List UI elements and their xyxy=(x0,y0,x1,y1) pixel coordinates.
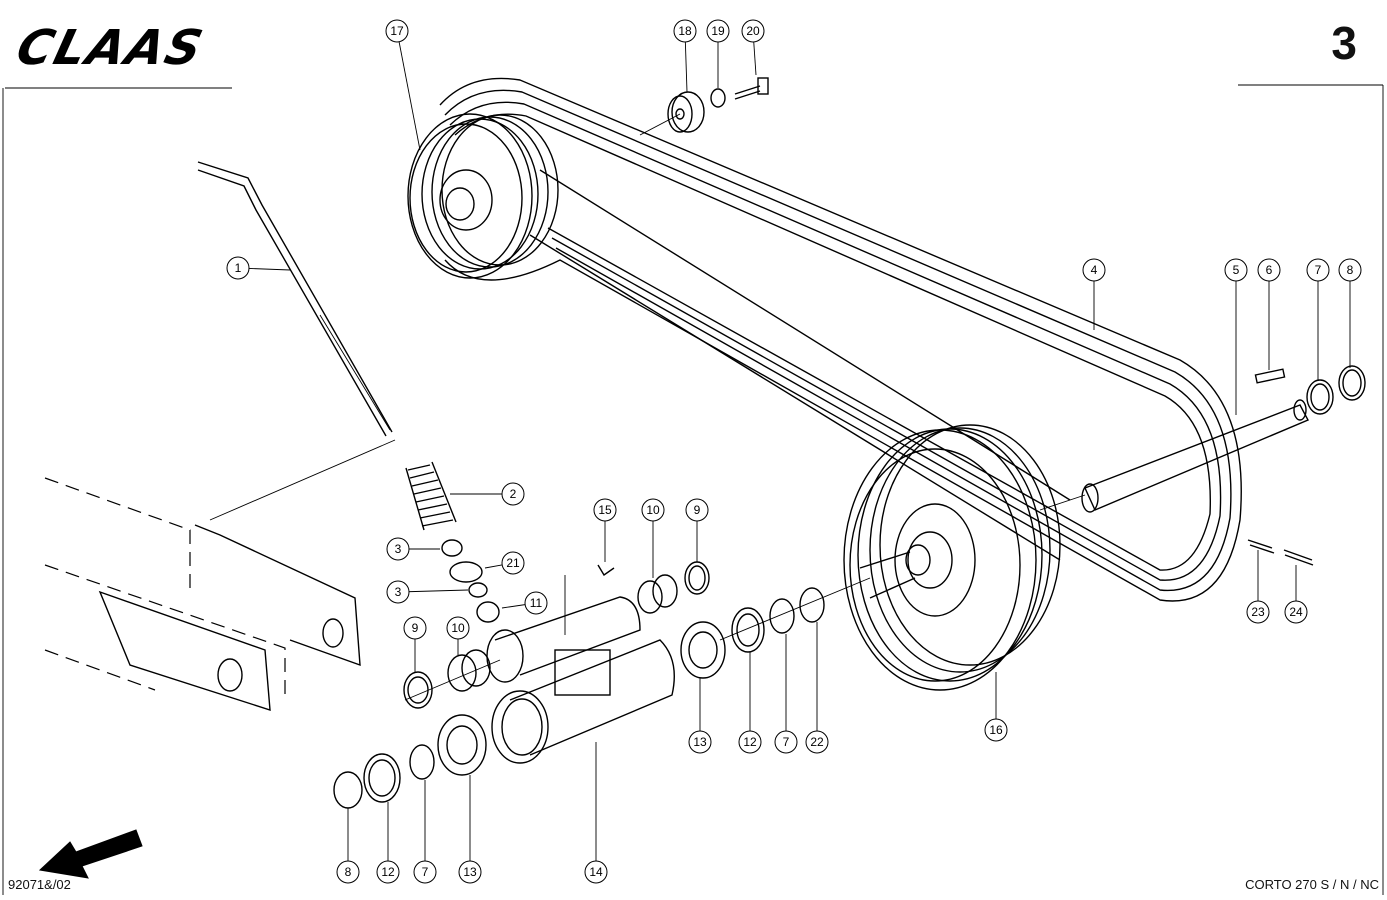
callout-label: 5 xyxy=(1233,263,1240,277)
callout-label: 8 xyxy=(345,865,352,879)
drive-shaft xyxy=(1039,368,1309,513)
callout-circle xyxy=(741,19,765,43)
callout-label: 13 xyxy=(693,735,707,749)
callout-label: 19 xyxy=(711,24,725,38)
callout-label: 21 xyxy=(506,556,520,570)
callout-label: 23 xyxy=(1251,605,1265,619)
callout-label: 20 xyxy=(746,24,760,38)
upper-fasteners xyxy=(639,77,769,136)
callout-circle xyxy=(984,718,1008,742)
pins xyxy=(1247,539,1314,566)
callout-label: 8 xyxy=(1347,263,1354,277)
callout-circle xyxy=(1257,258,1281,282)
callout-circle xyxy=(501,551,525,575)
callout-label: 10 xyxy=(646,503,660,517)
callout-circle xyxy=(774,730,798,754)
upper-pulley xyxy=(407,113,559,279)
frame-bracket xyxy=(44,439,396,711)
callout-label: 3 xyxy=(395,585,402,599)
model-name: CORTO 270 S / N / NC xyxy=(1245,877,1379,892)
callout-label: 12 xyxy=(381,865,395,879)
right-bearings xyxy=(680,577,871,679)
callout-label: 9 xyxy=(694,503,701,517)
callout-circle xyxy=(501,482,525,506)
tension-rod xyxy=(197,161,393,437)
callout-label: 22 xyxy=(810,735,824,749)
callout-circle xyxy=(1246,600,1270,624)
callout-label: 13 xyxy=(463,865,477,879)
callout-circle xyxy=(584,860,608,884)
callout-label: 14 xyxy=(589,865,603,879)
callout-circle xyxy=(376,860,400,884)
callout-label: 16 xyxy=(989,723,1003,737)
bearing-housing xyxy=(486,575,675,764)
callout-circle xyxy=(1284,600,1308,624)
page-number: 3 xyxy=(1331,17,1357,69)
callout-label: 7 xyxy=(422,865,429,879)
callout-label: 11 xyxy=(530,596,543,610)
callout-circle xyxy=(706,19,730,43)
callout-circle xyxy=(641,498,665,522)
callout-circle xyxy=(1306,258,1330,282)
callout-label: 12 xyxy=(743,735,757,749)
direction-arrow xyxy=(38,829,143,879)
callout-label: 3 xyxy=(395,542,402,556)
callout-circle xyxy=(673,19,697,43)
drawing-reference: 92071&/02 xyxy=(8,877,71,892)
callout-circle xyxy=(385,19,409,43)
adjuster-nuts xyxy=(441,539,500,623)
callout-circle xyxy=(805,730,829,754)
callout-circle xyxy=(458,860,482,884)
callout-circle xyxy=(685,498,709,522)
callout-circle xyxy=(738,730,762,754)
callout-label: 10 xyxy=(451,621,465,635)
callout-label: 7 xyxy=(1315,263,1322,277)
callout-circle xyxy=(524,591,548,615)
callout-label: 2 xyxy=(510,487,517,501)
callout-circle xyxy=(688,730,712,754)
callout-circle xyxy=(1224,258,1248,282)
callout-label: 4 xyxy=(1091,263,1098,277)
callout-leader xyxy=(396,30,421,151)
v-belt xyxy=(439,77,1242,602)
callout-circle xyxy=(593,498,617,522)
callout-label: 6 xyxy=(1266,263,1273,277)
callout-circle xyxy=(1338,258,1362,282)
upper-bushing xyxy=(597,561,710,614)
callout-label: 17 xyxy=(390,24,404,38)
shaft-rings xyxy=(1306,365,1366,415)
callout-circle xyxy=(1082,258,1106,282)
lower-pulley xyxy=(843,424,1061,691)
left-bearings xyxy=(333,649,501,809)
callout-circle xyxy=(403,616,427,640)
callout-label: 18 xyxy=(678,24,692,38)
callout-circle xyxy=(336,860,360,884)
callout-circle xyxy=(446,616,470,640)
callout-circle xyxy=(413,860,437,884)
callout-label: 24 xyxy=(1289,605,1303,619)
callout-label: 15 xyxy=(598,503,612,517)
callout-label: 9 xyxy=(412,621,419,635)
callout-circle xyxy=(386,537,410,561)
callout-leader xyxy=(397,589,469,593)
compression-spring xyxy=(405,461,457,531)
callout-label: 7 xyxy=(783,735,790,749)
callout-label: 1 xyxy=(235,261,242,275)
callout-circle xyxy=(226,256,250,280)
callout-circle xyxy=(386,580,410,604)
